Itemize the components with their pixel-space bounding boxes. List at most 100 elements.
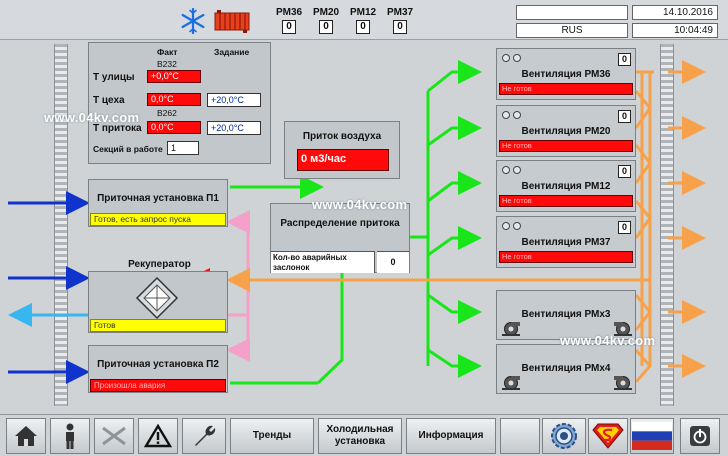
vent-pm12[interactable]: 0 Вентиляция РМ12 Не готов — [496, 160, 636, 212]
supply-unit-p2[interactable]: Приточная установка П2 Произошла авария — [88, 345, 228, 393]
vent-pmx4-name: Вентиляция РМх4 — [521, 363, 611, 374]
vent-pm20-count: 0 — [618, 110, 631, 123]
close-icon — [102, 426, 126, 446]
right-duct — [660, 44, 674, 406]
fan-icon — [614, 376, 632, 390]
vent-pm20-indicator-2 — [513, 111, 521, 119]
vent-pm36[interactable]: 0 Вентиляция РМ36 Не готов — [496, 48, 636, 100]
vent-pmx3-name: Вентиляция РМх3 — [521, 309, 611, 320]
vent-pm37-name: Вентиляция РМ37 — [521, 237, 611, 248]
pm36-indicator: PM36 0 — [274, 7, 304, 34]
user-button[interactable] — [50, 418, 90, 454]
vent-pm36-name: Вентиляция РМ36 — [521, 69, 611, 80]
watermark: www.04kv.com — [560, 333, 656, 348]
pm37-label: PM37 — [386, 7, 414, 18]
fan-icon — [502, 376, 520, 390]
vent-pm12-status: Не готов — [499, 195, 633, 207]
vent-pm36-indicator-2 — [513, 54, 521, 62]
supply-unit-p1[interactable]: Приточная установка П1 Готов, есть запро… — [88, 179, 228, 227]
message-field — [516, 5, 628, 20]
pm12-indicator: PM12 0 — [348, 7, 378, 34]
vent-pm12-name: Вентиляция РМ12 — [521, 181, 611, 192]
vent-pm36-count: 0 — [618, 53, 631, 66]
shop-temp-label: Т цеха — [93, 95, 125, 106]
language-selector[interactable]: RUS — [516, 23, 628, 38]
supply-temp-label: Т притока — [93, 123, 142, 134]
trends-button[interactable]: Тренды — [230, 418, 314, 454]
airflow-title: Приток воздуха — [302, 131, 382, 142]
distribution-title: Распределение притока — [280, 218, 400, 229]
outside-temp-value: +0,0°C — [147, 70, 201, 83]
home-icon — [15, 426, 37, 446]
cancel-button[interactable] — [94, 418, 134, 454]
radiator-icon — [214, 10, 250, 33]
fact-header: Факт — [157, 47, 178, 57]
vent-pm37-count: 0 — [618, 221, 631, 234]
cooling-unit-button[interactable]: Холодильная установка — [318, 418, 402, 454]
vent-pm12-count: 0 — [618, 165, 631, 178]
vent-pm20-indicator-1 — [502, 111, 510, 119]
language-flag-button[interactable] — [630, 418, 674, 454]
vent-pm37-indicator-1 — [502, 222, 510, 230]
distribution-panel[interactable]: Распределение притока Кол-во аварийных з… — [270, 203, 410, 273]
alarm-dampers-value: 0 — [377, 251, 409, 273]
supply-temp-setpoint[interactable]: +20,0°C — [207, 121, 261, 135]
sections-label: Секций в работе — [93, 144, 163, 154]
vent-pm12-indicator-2 — [513, 166, 521, 174]
p1-status: Готов, есть запрос пуска — [90, 213, 226, 226]
service-button[interactable] — [182, 418, 226, 454]
recuperator-title: Рекуператор — [128, 259, 191, 270]
top-bar: PM36 0 PM20 0 PM12 0 PM37 0 RUS 14.10.20… — [0, 0, 728, 40]
logo-button[interactable] — [588, 418, 628, 454]
vent-pm37-indicator-2 — [513, 222, 521, 230]
vent-pm36-indicator-1 — [502, 54, 510, 62]
recuperator-unit[interactable]: Готов — [88, 271, 228, 333]
pm37-value: 0 — [393, 20, 407, 34]
power-button[interactable] — [680, 418, 720, 454]
fan-icon — [502, 322, 520, 336]
pm20-label: PM20 — [312, 7, 340, 18]
vent-pm20[interactable]: 0 Вентиляция РМ20 Не готов — [496, 105, 636, 157]
recuperator-status: Готов — [90, 319, 226, 332]
pm12-value: 0 — [356, 20, 370, 34]
date-display: 14.10.2016 — [632, 5, 718, 20]
shop-temp-setpoint[interactable]: +20,0°C — [207, 93, 261, 107]
alarm-dampers-label: Кол-во аварийных заслонок — [271, 251, 375, 273]
pm20-value: 0 — [319, 20, 333, 34]
vent-pmx4[interactable]: Вентиляция РМх4 — [496, 344, 636, 394]
alarms-button[interactable] — [138, 418, 178, 454]
empty-button[interactable] — [500, 418, 540, 454]
vent-pmx3[interactable]: Вентиляция РМх3 — [496, 290, 636, 340]
snowflake-icon — [181, 8, 205, 34]
sensor-tag-b232: B232 — [157, 59, 177, 69]
watermark: www.04kv.com — [312, 197, 408, 212]
fan-icon — [614, 322, 632, 336]
p2-title: Приточная установка П2 — [97, 359, 219, 370]
superman-logo-icon — [592, 423, 624, 449]
home-button[interactable] — [6, 418, 46, 454]
temperature-panel: Факт Задание B232 Т улицы +0,0°C Т цеха … — [88, 42, 271, 164]
information-button[interactable]: Информация — [406, 418, 496, 454]
p2-status: Произошла авария — [90, 379, 226, 392]
vent-pm37-status: Не готов — [499, 251, 633, 263]
warning-icon — [144, 424, 172, 448]
russia-flag-icon — [632, 422, 672, 450]
airflow-value: 0 м3/час — [297, 149, 389, 171]
vent-pm20-status: Не готов — [499, 140, 633, 152]
settings-button[interactable] — [542, 418, 586, 454]
outside-temp-label: Т улицы — [93, 72, 135, 83]
gear-icon — [551, 423, 577, 449]
pm12-label: PM12 — [349, 7, 377, 18]
wrench-icon — [195, 425, 216, 446]
user-icon — [66, 423, 74, 449]
power-icon — [690, 426, 710, 446]
watermark: www.04kv.com — [44, 110, 140, 125]
sections-value[interactable]: 1 — [167, 141, 199, 155]
pm36-value: 0 — [282, 20, 296, 34]
pm36-label: PM36 — [275, 7, 303, 18]
shop-temp-value: 0,0°C — [147, 93, 201, 106]
sensor-tag-b262: B262 — [157, 108, 177, 118]
vent-pm37[interactable]: 0 Вентиляция РМ37 Не готов — [496, 216, 636, 268]
p1-title: Приточная установка П1 — [97, 193, 219, 204]
